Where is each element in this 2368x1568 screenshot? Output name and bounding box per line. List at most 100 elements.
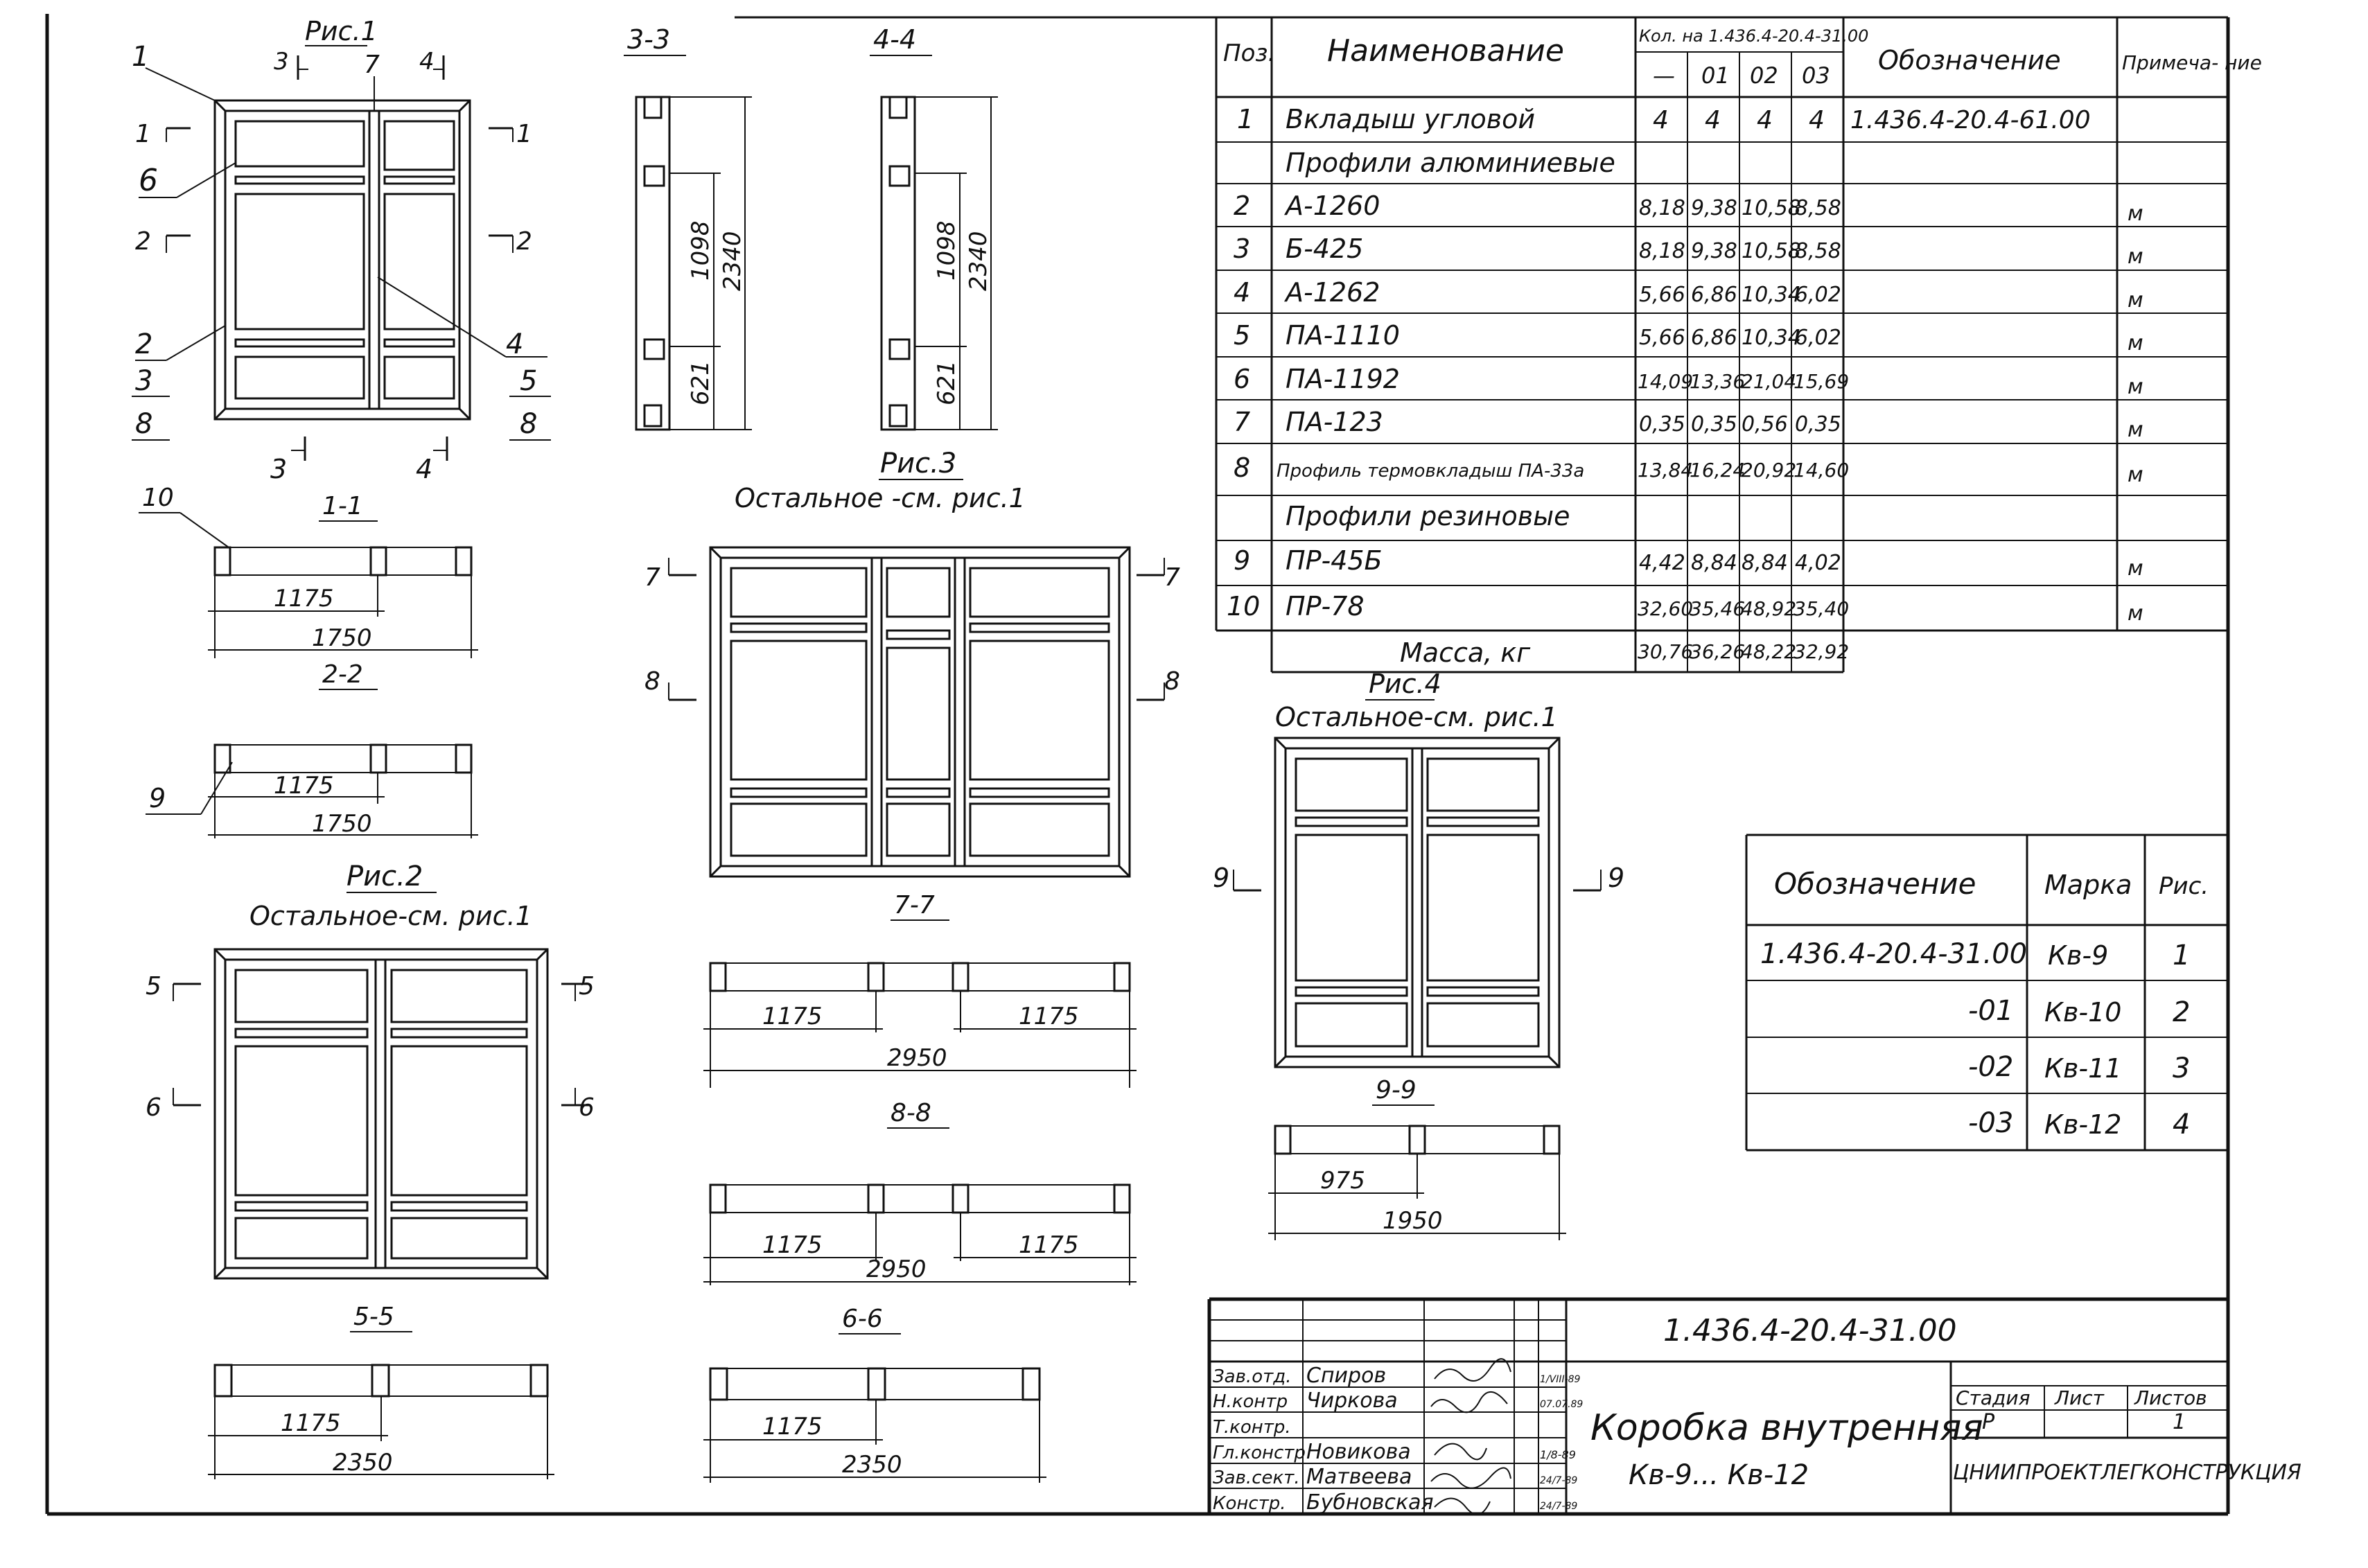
cutmark-2-left: 2 (135, 227, 151, 256)
sheets-label: Листов (2134, 1386, 2207, 1409)
spec-head-note: Примеча- ние (2122, 51, 2262, 74)
spec-cell-q: 8,84 (1742, 551, 1788, 575)
spec-cell-q: 8,18 (1639, 239, 1685, 263)
doc-title: Коробка внутренняя (1590, 1407, 1983, 1449)
cutmark-6-left: 6 (146, 1093, 161, 1122)
spec-cell-name: Профиль термовкладыш ПА-33а (1277, 461, 1584, 482)
staff-date: 1/VIII-89 (1540, 1374, 1581, 1385)
mark-cell-mark: Кв-10 (2044, 997, 2121, 1028)
spec-mass-q: 32,92 (1793, 640, 1849, 663)
staff-name: Новикова (1306, 1440, 1411, 1464)
section-8-8-label: 8-8 (891, 1099, 931, 1127)
staff-role: Н.контр (1213, 1391, 1288, 1412)
fig1-label: Рис.1 (305, 16, 378, 46)
callout-7: 7 (364, 51, 380, 79)
section-4-4: 4-4 1098 2340 621 (870, 24, 998, 431)
spec-cell-note: м (2128, 601, 2143, 626)
staff-date: 24/7-89 (1540, 1501, 1577, 1512)
spec-row: 8 Профиль термовкладыш ПА-33а 13,84 16,2… (1234, 452, 2143, 487)
spec-cell-pos: 6 (1234, 364, 1250, 394)
spec-row: 9 ПР-45Б 4,42 8,84 8,84 4,02 м (1234, 545, 2143, 581)
section-6-6-label: 6-6 (842, 1305, 883, 1333)
stage-value: Р (1982, 1410, 1995, 1434)
spec-cell-name: ПР-45Б (1286, 545, 1383, 576)
spec-row: 2 А-1260 8,18 9,38 10,58 8,58 м (1234, 191, 2143, 226)
spec-row: 6 ПА-1192 14,09 13,36 21,04 15,69 м (1234, 364, 2143, 399)
spec-cell-code: 1.436.4-20.4-61.00 (1850, 106, 2091, 134)
dim-1175-2-2: 1175 (274, 772, 334, 800)
staff-role: Зав.сект. (1213, 1468, 1300, 1488)
spec-cell-q: 4 (1757, 106, 1773, 134)
mark-row: 1.436.4-20.4-31.00 Кв-9 1 (1760, 938, 2190, 971)
section-9-9: 9-9 975 1950 (1268, 1076, 1566, 1240)
cutmark-8-left: 8 (644, 667, 660, 696)
cutmark-1-right: 1 (516, 120, 532, 148)
cutmark-8-right: 8 (1164, 667, 1180, 696)
spec-cell-name: ПР-78 (1286, 591, 1365, 622)
mark-row: -03 Кв-12 4 (1968, 1107, 2190, 1140)
spec-mass-q: 48,22 (1741, 640, 1796, 663)
spec-cell-name: Б-425 (1286, 234, 1363, 264)
dim-1750-1-1: 1750 (312, 624, 372, 652)
fig4-elevation: Рис.4 Остальное-см. рис.1 9 9 (1213, 669, 1624, 1068)
callout-2: 2 (135, 328, 152, 360)
spec-cell-q: 6,02 (1795, 283, 1841, 307)
mark-cell-fig: 2 (2173, 996, 2190, 1028)
spec-cell-note: м (2128, 418, 2143, 442)
spec-mass-q: 30,76 (1638, 640, 1693, 663)
spec-cell-name: Профили резиновые (1286, 501, 1570, 531)
spec-cell-q: 0,35 (1691, 412, 1737, 437)
spec-cell-q: 15,69 (1793, 370, 1849, 393)
mark-cell-mark: Кв-11 (2044, 1053, 2121, 1084)
staff-name: Матвеева (1306, 1465, 1412, 1489)
staff-role: Зав.отд. (1213, 1366, 1291, 1387)
section-9-9-label: 9-9 (1376, 1076, 1417, 1104)
dim-2950-8-8: 2950 (866, 1256, 927, 1283)
callout-6: 6 (139, 163, 158, 198)
spec-cell-q: 5,66 (1639, 283, 1685, 307)
section-5-5: 5-5 1175 2350 (208, 1303, 554, 1479)
spec-row: 7 ПА-123 0,35 0,35 0,56 0,35 м (1234, 407, 2143, 442)
spec-cell-note: м (2128, 202, 2143, 226)
spec-cell-q: 10,34 (1742, 326, 1801, 350)
spec-cell-q: 8,84 (1691, 551, 1737, 575)
mark-cell-fig: 3 (2173, 1052, 2190, 1084)
mark-cell-code: 1.436.4-20.4-31.00 (1760, 938, 2027, 970)
spec-head-name: Наименование (1327, 33, 1564, 69)
spec-mass-label: Масса, кг (1400, 637, 1531, 668)
dim-1175-7-7a: 1175 (762, 1003, 823, 1030)
mark-cell-code: -01 (1968, 995, 2013, 1027)
spec-cell-q: 8,18 (1639, 196, 1685, 220)
callout-10: 10 (142, 484, 174, 512)
staff-row: Зав.отд. Спиров 1/VIII-89 (1213, 1364, 1581, 1388)
spec-cell-pos: 10 (1227, 591, 1260, 622)
spec-cell-q: 14,09 (1638, 370, 1693, 393)
spec-cell-q: 35,46 (1690, 597, 1745, 620)
cutmark-3-bottom: 3 (270, 454, 287, 484)
spec-row: 1 Вкладыш угловой 4 4 4 4 1.436.4-20.4-6… (1237, 104, 2091, 134)
spec-cell-q: 4,02 (1795, 551, 1841, 575)
spec-cell-pos: 8 (1234, 452, 1250, 483)
spec-head-code: Обозначение (1878, 45, 2061, 76)
cutmark-7-right: 7 (1164, 563, 1180, 592)
callout-5: 5 (520, 365, 537, 397)
spec-cell-note: м (2128, 375, 2143, 399)
cutmark-2-right: 2 (516, 227, 532, 256)
spec-cell-pos: 3 (1234, 234, 1250, 264)
dim-2340-4-4: 2340 (965, 231, 992, 291)
dim-975-9-9: 975 (1320, 1167, 1365, 1195)
spec-cell-note: м (2128, 556, 2143, 581)
section-2-2-label: 2-2 (322, 660, 363, 689)
dim-1750-2-2: 1750 (312, 810, 372, 838)
spec-row: 3 Б-425 8,18 9,38 10,58 8,58 м (1234, 234, 2143, 269)
mark-head-fig: Рис. (2159, 872, 2209, 900)
signatures (1430, 1358, 1511, 1515)
fig2-label: Рис.2 (347, 861, 423, 892)
staff-role: Констр. (1213, 1493, 1286, 1514)
spec-cell-note: м (2128, 463, 2143, 487)
callout-4: 4 (506, 328, 523, 360)
dim-2350-5-5: 2350 (333, 1449, 393, 1477)
staff-row: Н.контр Чиркова 07.07.89 (1213, 1389, 1583, 1413)
section-7-7-label: 7-7 (894, 891, 935, 919)
